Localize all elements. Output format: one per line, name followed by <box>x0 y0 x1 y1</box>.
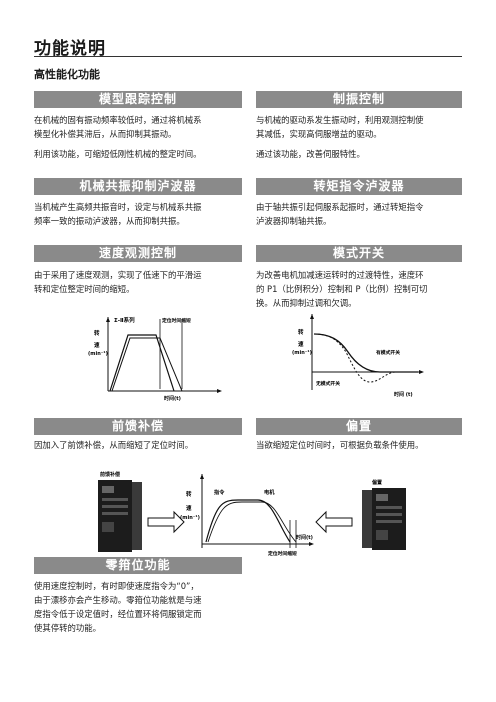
y-unit: (min⁻¹) <box>292 350 312 356</box>
right-device-label: 偏置 <box>372 479 382 486</box>
motor-label: 电机 <box>264 488 275 496</box>
text-line: 为改善电机加减速运转时的过渡特性，速度环 <box>256 270 424 280</box>
text-line: 由于漂移亦会产生移动。零箝位功能就是与速 <box>34 595 202 605</box>
x-label: 时间(t) <box>296 534 313 541</box>
y-label-2: 速 <box>94 341 100 349</box>
text-line: 其减低，实现高伺服增益的驱动。 <box>256 129 382 139</box>
y-unit: (min⁻¹) <box>180 515 200 521</box>
curve-with-switch <box>313 333 418 373</box>
text-line: 利用该功能，可缩短低刚性机械的整定时间。 <box>34 149 202 159</box>
text-line: 换。从而抑制过调和欠调。 <box>256 298 357 308</box>
x-label: 时间(t) <box>164 395 181 402</box>
text-line: 与机械的驱动系发生振动时，利用观测控制使 <box>256 115 424 125</box>
heading-vibration-control: 制振控制 <box>256 91 462 108</box>
heading-speed-observer: 速度观测控制 <box>34 245 242 262</box>
command-curve <box>205 499 291 543</box>
without-switch-label: 无模式开关 <box>315 380 340 387</box>
bias-text: 当欲缩短定位时间时，可根据负载条件使用。 <box>256 440 424 450</box>
speed-observer-text: 由于采用了速度观测，实现了低速下的平滑运 转和定位整定时间的缩短。 <box>34 268 246 296</box>
y-axis-arrow <box>310 314 314 319</box>
y-label-1: 转 <box>186 490 192 498</box>
x-axis-arrow <box>217 389 222 393</box>
vibration-control-text: 与机械的驱动系发生振动时，利用观测控制使 其减低，实现高伺服增益的驱动。 通过该… <box>256 113 464 161</box>
heading-model-tracking: 模型跟踪控制 <box>34 91 242 108</box>
speed-curve-series <box>109 334 175 392</box>
text-line: 当机械产生高频共振音时，设定与机械系共振 <box>34 202 202 212</box>
speed-observer-chart: Σ-Ⅱ系列 定位时间缩短 转 速 (min⁻¹) 时间(t) <box>88 316 222 402</box>
servo-drive-right-icon <box>362 488 406 550</box>
text-line: 度指令低于设定值时，经位置环将伺服锁定而 <box>34 609 202 619</box>
text-line: 的 P1（比例积分）控制和 P（比例）控制可切 <box>256 284 428 294</box>
curve-without-switch <box>313 333 418 383</box>
text-line: 在机械的固有振动频率较低时，通过将机械系 <box>34 115 202 125</box>
heading-zero-clamp: 零箝位功能 <box>34 557 242 574</box>
arrow-right-icon <box>147 510 185 534</box>
feedforward-text: 因加入了前馈补偿，从而缩短了定位时间。 <box>34 440 194 450</box>
heading-feedforward: 前馈补偿 <box>34 418 242 435</box>
mode-switch-text: 为改善电机加减速运转时的过渡特性，速度环 的 P1（比例积分）控制和 P（比例）… <box>256 268 466 310</box>
resonance-filter-text: 当机械产生高频共振音时，设定与机械系共振 频率一致的振动泸波器，从而抑制共振。 <box>34 200 246 228</box>
mode-switch-chart: 有模式开关 无模式开关 转 速 (min⁻¹) 时间 (t) <box>292 314 424 398</box>
text-line: 模型化补偿其滞后，从而抑制其振动。 <box>34 129 177 139</box>
command-label: 指令 <box>214 488 225 496</box>
servo-drive-left-icon <box>98 480 142 552</box>
torque-filter-text: 由于轴共振引起伺服系起振时，通过转矩指令 泸波器抑制轴共振。 <box>256 200 464 228</box>
y-label-1: 转 <box>298 328 304 336</box>
text-line: 由于轴共振引起伺服系起振时，通过转矩指令 <box>256 202 424 212</box>
left-device-label: 前馈补偿 <box>100 471 120 478</box>
heading-mode-switch: 模式开关 <box>256 245 462 262</box>
heading-bias: 偏置 <box>256 418 462 435</box>
model-tracking-text: 在机械的固有振动频率较低时，通过将机械系 模型化补偿其滞后，从而抑制其振动。 利… <box>34 113 246 161</box>
page-title: 功能说明 <box>34 39 106 59</box>
text-line: 由于采用了速度观测，实现了低速下的平滑运 <box>34 270 202 280</box>
settle-label: 定位时间缩短 <box>162 317 191 324</box>
heading-torque-filter: 转矩指令泸波器 <box>256 178 462 195</box>
section-subtitle: 高性能化功能 <box>34 68 100 81</box>
y-unit: (min⁻¹) <box>88 351 108 357</box>
y-axis-arrow <box>200 474 204 479</box>
settle-label: 定位时间缩短 <box>268 550 297 557</box>
text-line: 转和定位整定时间的缩短。 <box>34 284 135 294</box>
series-label: Σ-Ⅱ系列 <box>114 316 135 324</box>
zero-clamp-text: 使用速度控制时，有时即使速度指令为“0”， 由于漂移亦会产生移动。零箝位功能就是… <box>34 579 250 635</box>
arrow-left-icon <box>315 510 353 534</box>
feedforward-bias-figure: 前馈补偿 指令 电机 转 速 (min⁻¹) 时间(t) 定位时间缩短 偏置 <box>98 471 406 557</box>
x-axis-arrow <box>309 542 314 546</box>
speed-curve-observer <box>111 337 183 392</box>
y-label-2: 速 <box>298 340 304 348</box>
y-label-2: 速 <box>186 504 192 512</box>
x-axis-arrow <box>419 370 424 374</box>
text-line: 频率一致的振动泸波器，从而抑制共振。 <box>34 216 185 226</box>
title-divider <box>34 56 462 57</box>
heading-resonance-filter: 机械共振抑制泸波器 <box>34 178 242 195</box>
y-label-1: 转 <box>94 329 100 337</box>
y-axis-arrow <box>106 317 110 322</box>
text-line: 使其停转的功能。 <box>34 623 101 633</box>
with-switch-label: 有模式开关 <box>376 349 400 356</box>
x-label: 时间 (t) <box>394 391 413 398</box>
text-line: 泸波器抑制轴共振。 <box>256 216 332 226</box>
text-line: 通过该功能，改善伺服特性。 <box>256 149 365 159</box>
motor-curve <box>207 501 297 543</box>
text-line: 使用速度控制时，有时即使速度指令为“0”， <box>34 581 199 591</box>
